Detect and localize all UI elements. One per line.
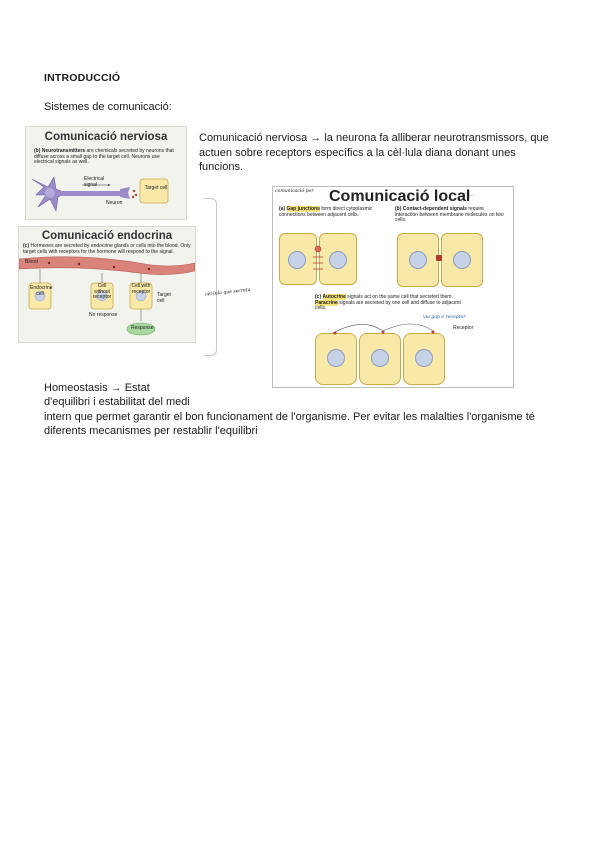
contact-junction-marker [436, 255, 442, 261]
blood-label: Blood [25, 259, 38, 265]
gap-junction-arrows [313, 245, 323, 270]
grouping-bracket [204, 198, 217, 356]
nerve-panel-caption: (b) Neurotransmitters are chemicals secr… [34, 148, 174, 166]
paracrine-signal-arrows [332, 323, 435, 335]
paracrine-nucleus-2 [371, 349, 389, 367]
paracrine-cell-2 [359, 333, 401, 385]
cell-without-receptor-label: Cell without receptor [92, 283, 112, 301]
cell-with-receptor-label: Cell with receptor [131, 283, 151, 295]
handwritten-note-top-left: comunicació per [275, 189, 314, 194]
neuron-diagram [31, 176, 169, 212]
receptor-label: Receptor [453, 325, 474, 331]
gap-junction-cell-right [319, 233, 357, 285]
homeostasis-line-1: Homeostasis → Estat [44, 382, 150, 394]
local-panel-title: Comunicació local [329, 188, 471, 205]
nerve-communication-paragraph: Comunicació nerviosa → la neurona fa all… [199, 132, 549, 173]
section-subheading: Sistemes de comunicació: [44, 101, 172, 113]
neuron-label: Neuron [106, 200, 123, 206]
paracrine-nucleus-3 [415, 349, 433, 367]
endocrine-panel-caption: (c) Hormones are secreted by endocrine g… [23, 243, 191, 255]
contact-nucleus-right [453, 251, 471, 269]
autocrine-paracrine-caption: (c) Autocrine signals act on the same ce… [315, 294, 461, 312]
no-response-label: No response [89, 312, 118, 318]
page-heading: INTRODUCCIÓ [44, 72, 121, 84]
paracrine-nucleus-1 [327, 349, 345, 367]
target-cell-label: Target cell [144, 185, 168, 191]
homeostasis-line-2: d'equilibri i estabilitat del medi [44, 396, 190, 408]
nerve-panel-title: Comunicació nerviosa [44, 131, 168, 143]
nerve-communication-figure: Comunicació nerviosa (b) Neurotransmitte… [25, 126, 187, 220]
response-label: Response [131, 325, 154, 331]
electrical-signal-label: Electrical signal [84, 176, 105, 188]
gap-junction-nucleus-right [329, 251, 347, 269]
homeostasis-line-4: diferents mecanismes per restablir l'equ… [44, 425, 258, 437]
endocrine-panel-title: Comunicació endocrina [41, 230, 173, 242]
homeostasis-line-3: intern que permet garantir el bon funcio… [44, 411, 535, 423]
contact-dependent-caption: (b) Contact-dependent signals require in… [395, 206, 504, 224]
endocrine-cell-label: Endocrine cell [30, 285, 53, 297]
neuron-shape [31, 176, 130, 212]
gap-junction-cell-left [279, 233, 317, 285]
target-cell-label: Target cell [157, 292, 171, 304]
contact-nucleus-left [409, 251, 427, 269]
local-communication-figure: Comunicació local comunicació per s'h...… [205, 186, 514, 388]
handwritten-note-blue: via gap o receptor [423, 315, 466, 320]
endocrine-communication-figure: Comunicació endocrina (c) Hormones are s… [18, 226, 196, 343]
gap-junction-nucleus-left [288, 251, 306, 269]
handwritten-note-top-right: s'h... [463, 193, 474, 198]
blood-vessel-diagram [19, 256, 195, 336]
gap-junctions-caption: (a) Gap junctions form direct cytoplasmi… [279, 206, 373, 218]
